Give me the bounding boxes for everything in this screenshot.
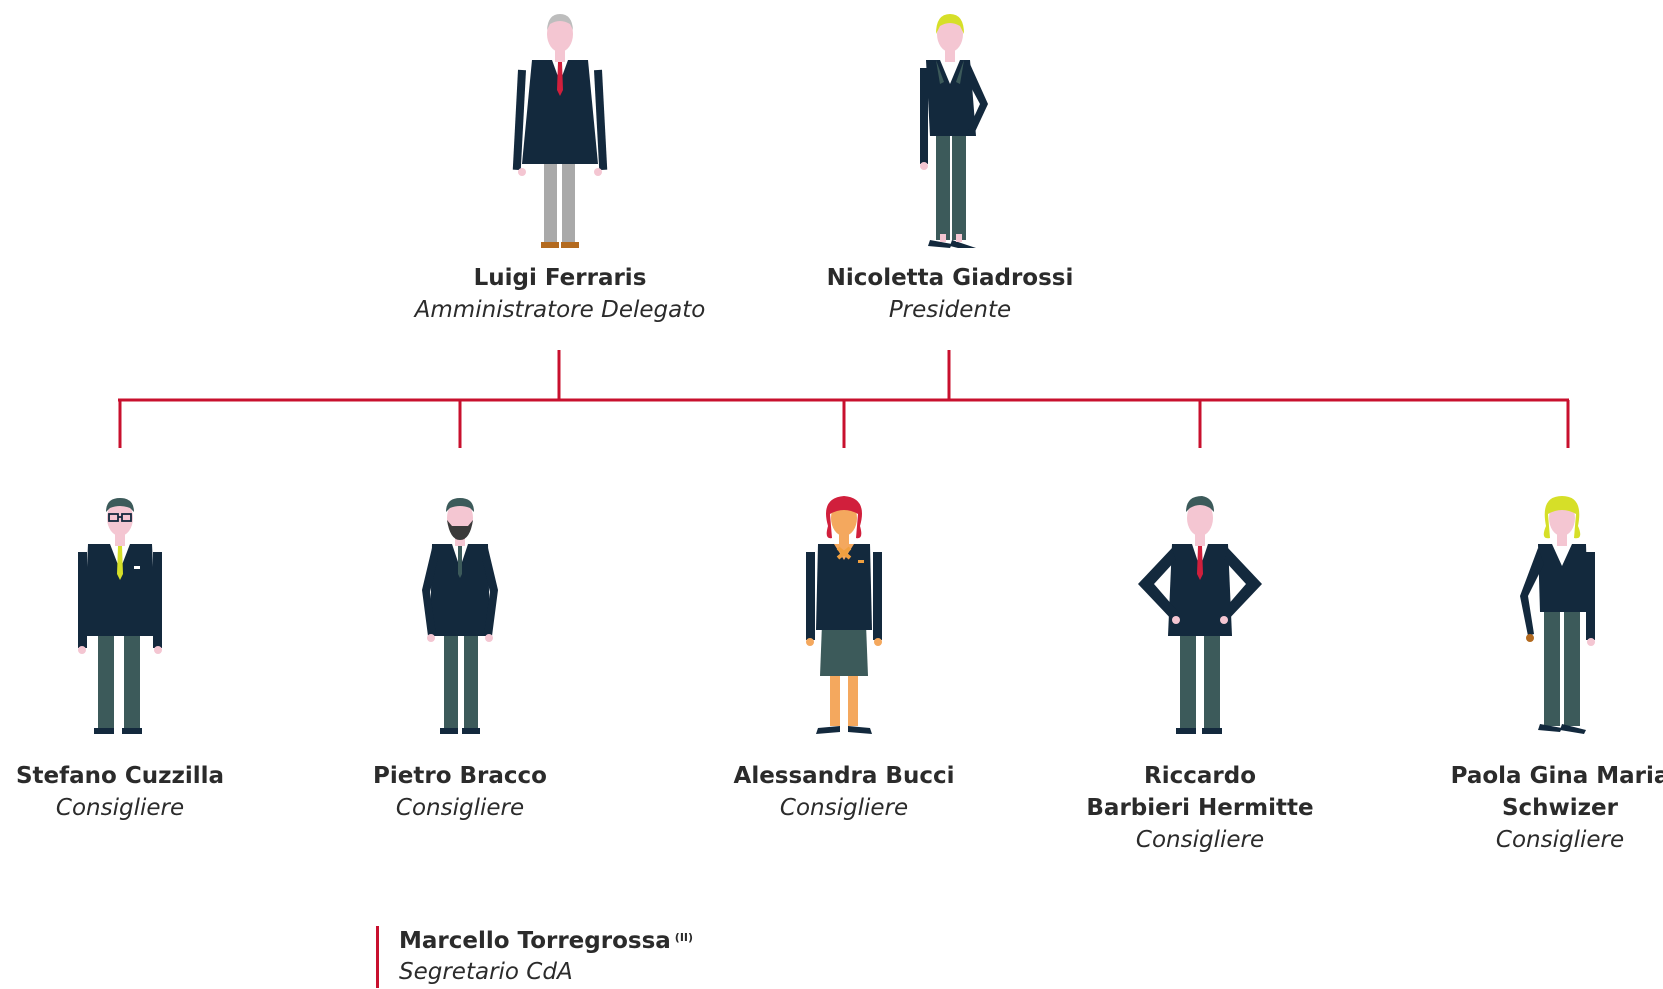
person-role: Consigliere <box>779 795 909 821</box>
person-card-ferraris: Luigi Ferraris Amministratore Delegato <box>370 262 750 326</box>
person-name: Stefano Cuzzilla <box>15 763 225 789</box>
secretary-footnote-marker: (II) <box>674 931 694 944</box>
person-name: Luigi Ferraris <box>473 265 647 291</box>
person-role: Consigliere <box>1495 827 1625 853</box>
person-role: Consigliere <box>55 795 185 821</box>
person-role: Presidente <box>888 297 1012 323</box>
person-illustration-bracco <box>422 498 498 734</box>
person-illustration-cuzzilla <box>78 498 162 734</box>
person-card-barbieri: Riccardo Barbieri Hermitte Consigliere <box>1010 760 1390 856</box>
person-illustration-barbieri <box>1138 496 1262 734</box>
person-illustration-ferraris <box>512 14 608 248</box>
person-card-giadrossi: Nicoletta Giadrossi Presidente <box>760 262 1140 326</box>
person-card-schwizer: Paola Gina Maria Schwizer Consigliere <box>1370 760 1663 856</box>
person-name: Pietro Bracco <box>373 763 547 789</box>
secretary-card: Marcello Torregrossa(II) Segretario CdA <box>376 926 693 988</box>
secretary-name: Marcello Torregrossa <box>399 928 671 954</box>
person-name-line-1: Paola Gina Maria <box>1450 763 1663 789</box>
person-name: Alessandra Bucci <box>733 763 955 789</box>
secretary-name-row: Marcello Torregrossa(II) <box>399 926 693 957</box>
person-name-line-2: Schwizer <box>1501 795 1619 821</box>
person-illustration-giadrossi <box>920 14 988 248</box>
person-card-cuzzilla: Stefano Cuzzilla Consigliere <box>0 760 310 824</box>
person-role: Amministratore Delegato <box>414 297 706 323</box>
person-card-bucci: Alessandra Bucci Consigliere <box>654 760 1034 824</box>
person-role: Consigliere <box>1135 827 1265 853</box>
person-name: Nicoletta Giadrossi <box>826 265 1074 291</box>
secretary-role: Segretario CdA <box>399 959 573 985</box>
person-role: Consigliere <box>395 795 525 821</box>
person-illustration-schwizer <box>1520 496 1595 734</box>
person-card-bracco: Pietro Bracco Consigliere <box>270 760 650 824</box>
person-name-line-2: Barbieri Hermitte <box>1086 795 1314 821</box>
person-illustration-bucci <box>806 496 882 734</box>
person-name-line-1: Riccardo <box>1144 763 1256 789</box>
